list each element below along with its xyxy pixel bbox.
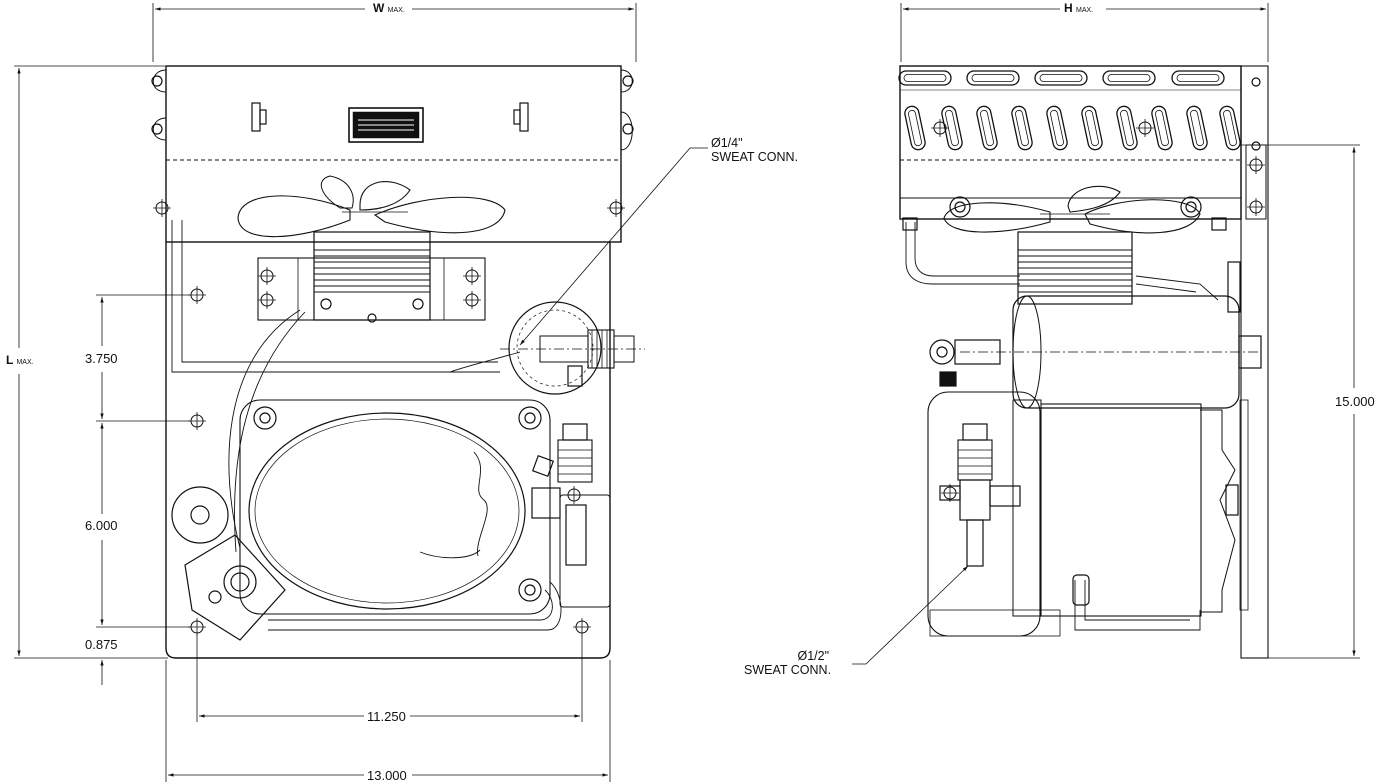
length-letter: L	[6, 353, 14, 367]
sweat-half-size: Ø1/2"	[797, 649, 830, 663]
height-max-label: H MAX.	[1063, 1, 1095, 15]
length-suffix: MAX.	[16, 359, 34, 366]
height-letter: H	[1064, 1, 1073, 15]
dim-13000: 13.000	[366, 768, 408, 783]
width-suffix: MAX.	[387, 7, 405, 14]
sweat-conn-quarter-label: Ø1/4" SWEAT CONN.	[711, 136, 798, 165]
sweat-quarter-text: SWEAT CONN.	[711, 150, 799, 165]
side-view	[852, 3, 1360, 665]
width-letter: W	[373, 1, 385, 15]
sweat-quarter-size: Ø1/4"	[711, 136, 743, 150]
dim-11250: 11.250	[366, 709, 407, 724]
length-max-label: L MAX.	[5, 354, 35, 366]
width-max-label: W MAX.	[372, 2, 406, 14]
dim-0875: 0.875	[84, 637, 119, 652]
sweat-conn-half-label: Ø1/2" SWEAT CONN.	[744, 649, 831, 678]
dim-3750: 3.750	[84, 351, 119, 366]
sweat-half-text: SWEAT CONN.	[744, 663, 832, 678]
front-view	[14, 3, 708, 782]
height-suffix: MAX.	[1076, 7, 1094, 14]
dim-6000: 6.000	[84, 518, 119, 533]
dim-15000: 15.000	[1334, 394, 1376, 409]
